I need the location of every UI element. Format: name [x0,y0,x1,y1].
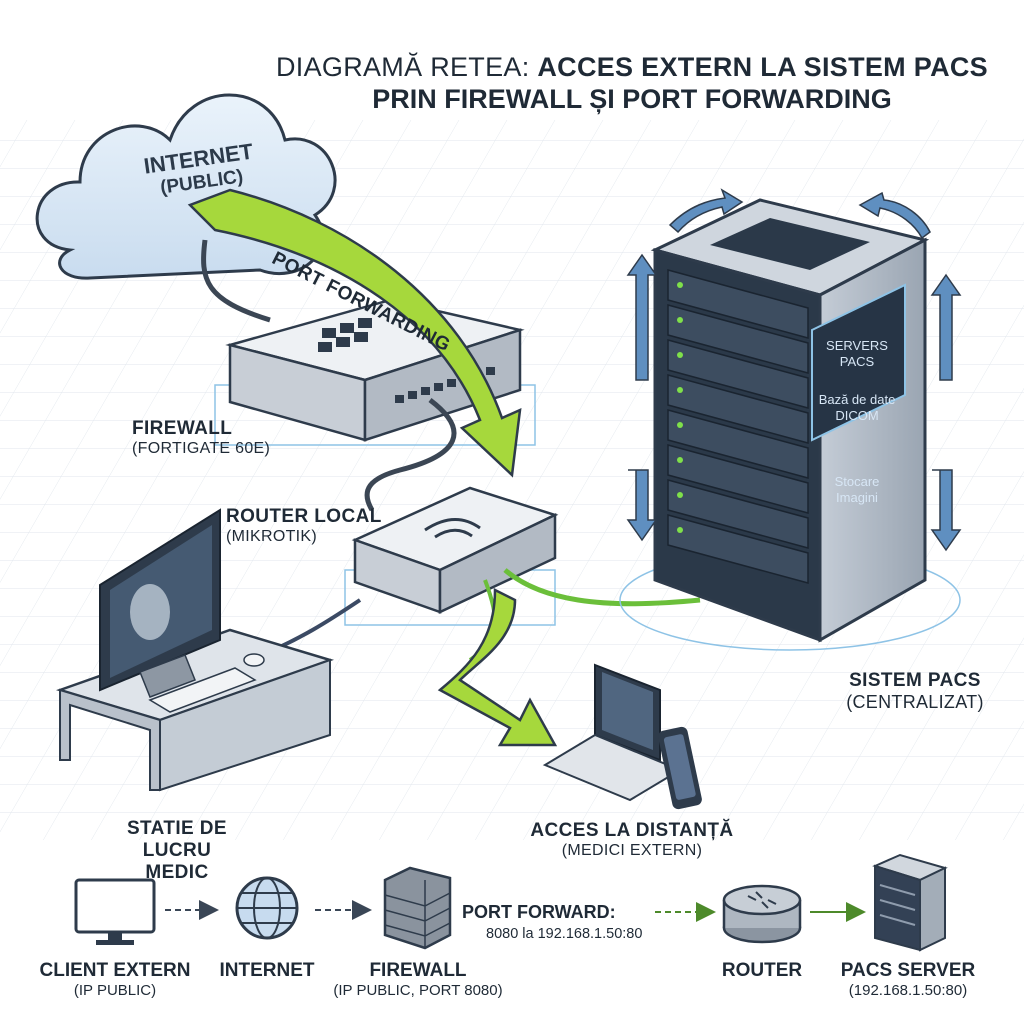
pacs-label: SISTEM PACS (CENTRALIZAT) [830,670,1000,713]
title-prefix: DIAGRAMĂ RETEA: [275,52,530,82]
router-subtitle: (MIKROTIK) [226,528,317,545]
flow-router-label: ROUTER [710,960,814,982]
firewall-subtitle: (FORTIGATE 60E) [132,440,271,457]
flow-client-title: CLIENT EXTERN [39,960,191,981]
monitor-icon [74,878,156,945]
server-rack-icon [619,198,961,651]
desktop-monitor-icon [55,508,335,792]
flow-server-title: PACS SERVER [840,960,976,981]
diagram-title: DIAGRAMĂ RETEA: ACCES EXTERN LA SISTEM P… [276,52,988,116]
firewall-label: FIREWALL (FORTIGATE 60E) [132,418,270,458]
flow-port-forward-label: PORT FORWARD: [458,902,620,923]
workstation-label: STATIE DE LUCRU MEDIC [92,818,262,884]
router-title: ROUTER LOCAL [226,506,382,527]
router-device-icon [344,486,559,626]
router-icon [722,884,802,944]
flow-internet-title: INTERNET [219,960,315,981]
firewall-title: FIREWALL [132,418,233,439]
cable-firewall-router [364,398,457,512]
rack-sync-arrows [626,188,962,552]
firewall-device-icon [214,298,536,446]
flow-internet-label: INTERNET [212,960,322,982]
rack-panel-storage: Stocare Imagini [834,474,880,505]
flow-firewall-subtitle: (IP PUBLIC, PORT 8080) [333,982,503,999]
workstation-title-1: STATIE DE LUCRU [126,818,227,861]
workstation-title-2: MEDIC [145,862,209,883]
rack-panel-servers: SERVERS PACS [826,338,888,369]
flow-server-subtitle: (192.168.1.50:80) [848,982,968,999]
flow-port-forward-detail: 8080 la 192.168.1.50:80 [486,926,643,942]
flow-firewall-label: FIREWALL (IP PUBLIC, PORT 8080) [318,960,518,999]
remote-title: ACCES LA DISTANȚĂ [530,820,734,841]
server-tower-icon [872,853,948,952]
laptop-icon [542,663,683,802]
globe-icon [235,876,299,940]
remote-subtitle: (MEDICI EXTERN) [561,842,703,859]
title-line2: PRIN FIREWALL ȘI PORT FORWARDING [372,83,892,114]
cable-cloud-firewall [201,239,271,323]
phone-icon [658,726,702,810]
pacs-title: SISTEM PACS [849,670,981,691]
remote-access-arrow [437,587,558,747]
cable-router-rack [503,568,701,607]
rack-panel-database: Bază de date DICOM [818,392,896,423]
flow-router-title: ROUTER [721,960,803,981]
flow-firewall-title: FIREWALL [369,960,467,981]
title-main: ACCES EXTERN LA SISTEM PACS [537,52,988,82]
flow-server-label: PACS SERVER (192.168.1.50:80) [818,960,998,999]
router-label: ROUTER LOCAL (MIKROTIK) [226,506,382,546]
flow-client-subtitle: (IP PUBLIC) [73,982,157,999]
pacs-subtitle: (CENTRALIZAT) [846,692,984,712]
brick-wall-icon [383,866,452,950]
port-forwarding-arrow [187,188,522,478]
remote-label: ACCES LA DISTANȚĂ (MEDICI EXTERN) [522,820,742,860]
flow-client-label: CLIENT EXTERN (IP PUBLIC) [30,960,200,999]
